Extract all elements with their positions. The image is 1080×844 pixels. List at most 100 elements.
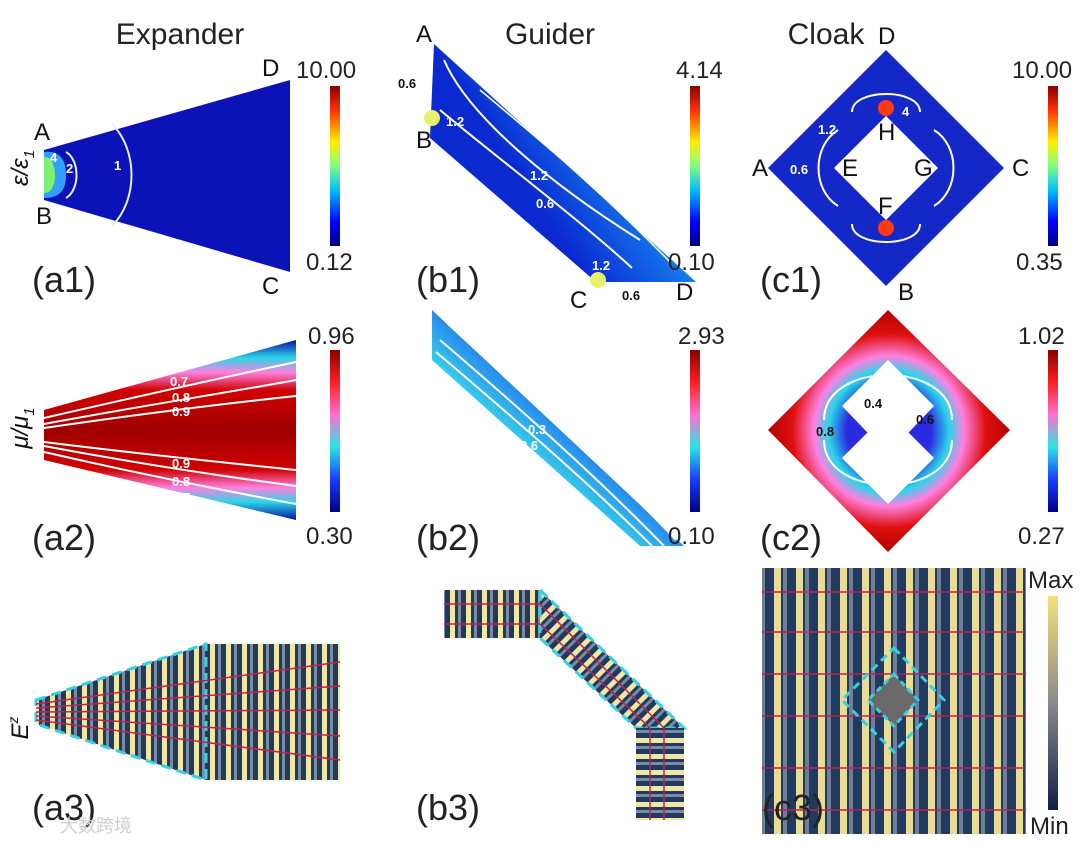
- c1-corner-A: A: [752, 155, 768, 182]
- c2-contour: [823, 439, 953, 486]
- c3-cloaked-object: [865, 671, 921, 729]
- panel-label-a3: (a3): [32, 787, 96, 828]
- panel-c1: 1.2 0.6 4 A B C D E F G H 10.00 0.35 (c1…: [752, 23, 1072, 306]
- b1-colorbar-min: 0.10: [668, 249, 715, 276]
- c1-contour: [817, 129, 839, 207]
- panel-label-a2: (a2): [32, 517, 96, 558]
- panel-label-c2: (c2): [760, 517, 822, 558]
- row-label-ez: Ez: [5, 716, 34, 739]
- panel-label-b2: (b2): [416, 517, 480, 558]
- b2-contour: [447, 323, 677, 541]
- a2-contour: [43, 445, 297, 487]
- c1-corner-H: H: [878, 119, 895, 146]
- panel-c3: Max Min (c3): [762, 567, 1073, 840]
- b1-colorbar-max: 4.14: [676, 57, 723, 84]
- column-title-expander: Expander: [116, 18, 244, 51]
- c1-contour: [933, 129, 955, 207]
- panel-label-a1: (a1): [32, 259, 96, 300]
- a2-contour-label: 0.8: [172, 390, 190, 405]
- a3-rays: [35, 661, 341, 761]
- c1-colorbar-max: 10.00: [1012, 57, 1072, 84]
- c1-contour-label: 4: [902, 104, 910, 119]
- panel-label-c1: (c1): [760, 259, 822, 300]
- a2-field: [44, 340, 296, 520]
- c1-contour: [851, 223, 921, 243]
- b3-rays: [444, 603, 665, 820]
- b2-colorbar: [690, 350, 700, 512]
- b3-input-field: [444, 590, 540, 638]
- a2-contour: [43, 379, 297, 425]
- a1-colorbar-max: 10.00: [296, 57, 356, 84]
- b1-contour-label: 1.2: [446, 114, 464, 129]
- a2-contour: [43, 395, 297, 429]
- b2-contour-label: 0.6: [520, 438, 538, 453]
- a2-contour-label: 0.8: [172, 474, 190, 489]
- b1-hot-spot: [590, 272, 606, 288]
- a1-corner-C: C: [262, 273, 279, 300]
- c2-contour: [823, 374, 953, 421]
- a1-contour-label: 2: [66, 161, 73, 176]
- a1-colorbar-min: 0.12: [306, 249, 353, 276]
- b2-contour: [439, 339, 665, 547]
- a1-hot-core: [44, 157, 55, 193]
- c3-colorbar: [1048, 596, 1058, 810]
- c1-inner-hole: [834, 116, 938, 220]
- a2-colorbar-max: 0.96: [308, 323, 355, 350]
- c2-contour-label: 0.8: [816, 424, 834, 439]
- b1-contour: [439, 109, 633, 269]
- a1-contour-label: 1: [114, 158, 121, 173]
- a2-contour-label: 0.9: [172, 456, 190, 471]
- panel-b1: 0.6 1.2 1.2 0.6 1.2 0.6 A B C D 4.14 0.1…: [398, 21, 723, 314]
- c1-colorbar: [1048, 86, 1058, 246]
- b2-colorbar-max: 2.93: [678, 323, 725, 350]
- c2-inner-hole-bottom: [842, 412, 934, 504]
- c1-contour-label: 1.2: [818, 122, 836, 137]
- b1-contour: [443, 59, 641, 241]
- b2-contour: [435, 351, 653, 547]
- c1-corner-C: C: [1012, 155, 1029, 182]
- c1-corner-G: G: [914, 155, 933, 182]
- c1-corner-E: E: [842, 155, 858, 182]
- a1-corner-D: D: [262, 55, 279, 82]
- panel-label-b1: (b1): [416, 259, 480, 300]
- panel-b2: 0.3 0.6 1 2.93 0.10 (b2): [416, 310, 725, 558]
- c3-colorbar-min: Min: [1030, 813, 1069, 840]
- c3-colorbar-max: Max: [1028, 567, 1073, 594]
- svg-text:ε/ε1: ε/ε1: [7, 150, 38, 186]
- a2-colorbar: [330, 350, 340, 512]
- b2-contour-label: 1: [514, 454, 521, 469]
- b1-contour: [479, 89, 671, 263]
- c2-contour-label: 0.6: [916, 412, 934, 427]
- b3-output-field: [636, 728, 684, 820]
- row-label-eps: ε/ε1: [7, 150, 38, 186]
- b1-hot-spot: [424, 110, 440, 126]
- a2-contour-label: 0.7: [172, 490, 190, 505]
- a2-contour: [43, 441, 297, 471]
- b1-colorbar: [690, 86, 700, 246]
- panel-label-c3: (c3): [762, 787, 824, 828]
- svg-text:μ/μ1: μ/μ1: [7, 407, 38, 449]
- svg-text:Ez: Ez: [5, 716, 34, 739]
- c2-contour-label: 0.4: [864, 396, 883, 411]
- panel-a3: (a3): [32, 641, 341, 828]
- b1-corner-B: B: [416, 127, 432, 154]
- a2-contour: [43, 361, 297, 419]
- b2-colorbar-min: 0.10: [668, 523, 715, 550]
- a2-contour: [43, 451, 297, 505]
- a2-contour-label: 0.7: [170, 374, 188, 389]
- panel-b3: (b3): [416, 586, 688, 828]
- a1-contour-2: [65, 151, 78, 199]
- c1-corner-F: F: [878, 193, 893, 220]
- b1-contour-label: 1.2: [592, 258, 610, 273]
- c2-colorbar-min: 0.27: [1018, 523, 1065, 550]
- c1-hot-spot: [878, 220, 894, 236]
- b1-corner-C: C: [570, 287, 587, 314]
- b1-contour-label: 0.6: [398, 76, 416, 91]
- c2-inner-hole-top: [842, 360, 934, 454]
- b2-field: [432, 310, 684, 546]
- column-title-cloak: Cloak: [788, 18, 866, 51]
- c1-colorbar-min: 0.35: [1016, 249, 1063, 276]
- c1-corner-B: B: [898, 279, 914, 306]
- watermark-text: 大数跨境: [60, 816, 132, 836]
